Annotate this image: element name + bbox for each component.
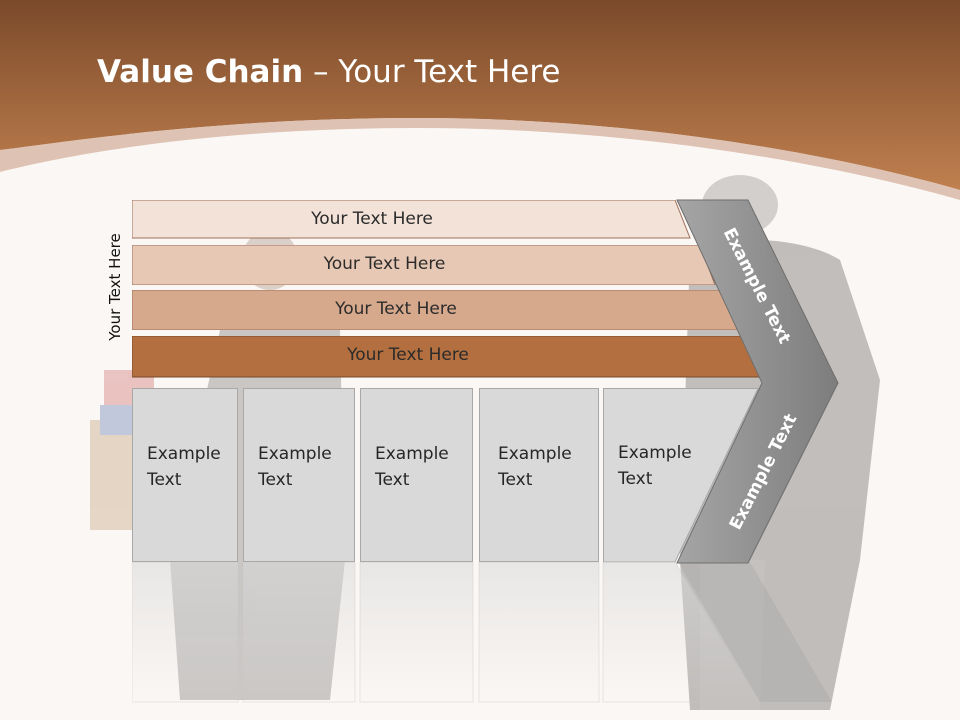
- bar-3: Your Text Here: [132, 290, 740, 330]
- box-3-line2: Text: [375, 470, 410, 490]
- bar-2: Your Text Here: [132, 245, 717, 285]
- vertical-label: Your Text Here: [106, 233, 124, 341]
- bar-4-label: Your Text Here: [347, 345, 469, 365]
- title-rest: – Your Text Here: [303, 54, 561, 90]
- bar-3-label: Your Text Here: [335, 299, 457, 319]
- box-4-line2: Text: [498, 470, 533, 490]
- box-5-line2: Text: [618, 469, 653, 489]
- title-bold: Value Chain: [97, 54, 304, 90]
- box-4-line1: Example: [498, 444, 572, 464]
- reflection: [132, 562, 832, 703]
- box-1-line1: Example: [147, 444, 221, 464]
- header-band: [0, 0, 960, 200]
- bar-1-label: Your Text Here: [311, 209, 433, 229]
- box-5-line1: Example: [618, 443, 692, 463]
- box-3-line1: Example: [375, 444, 449, 464]
- box-2-line1: Example: [258, 444, 332, 464]
- slide-title: Value Chain – Your Text Here: [97, 54, 560, 90]
- bar-1: Your Text Here: [132, 200, 692, 239]
- bar-2-label: Your Text Here: [323, 254, 446, 274]
- box-1-line2: Text: [147, 470, 182, 490]
- box-2-line2: Text: [258, 470, 293, 490]
- chevron-arrow: [676, 199, 839, 564]
- activity-box-5: Example Text: [618, 440, 708, 492]
